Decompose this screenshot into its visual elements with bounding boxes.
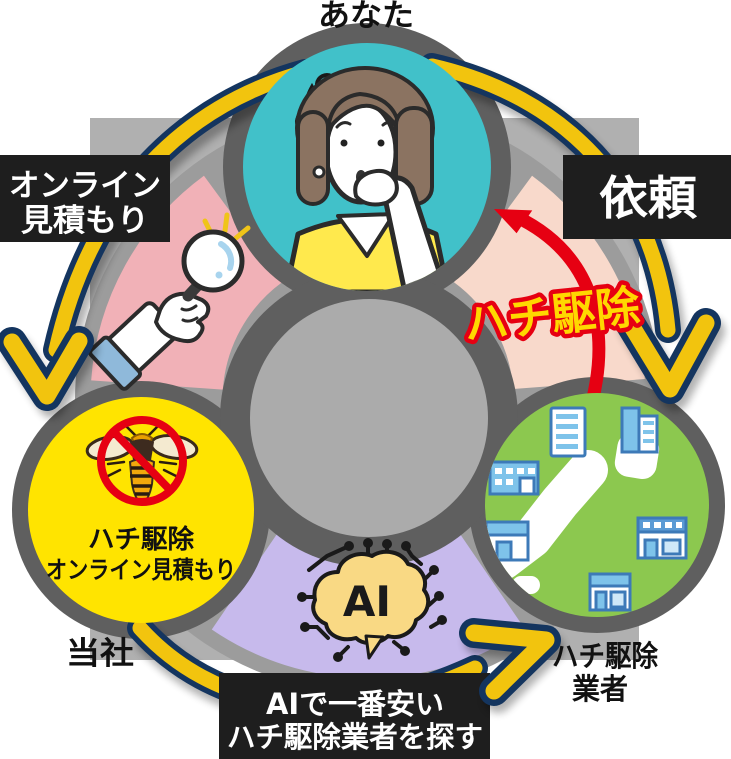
- contractors-caption-line2: 業者: [572, 672, 628, 706]
- arrow-bottom-head: [459, 618, 564, 713]
- node-contractors: [485, 393, 709, 617]
- node-company: ハチ駆除 オンライン見積もり: [28, 397, 254, 623]
- label-box-request: 依頼: [563, 155, 731, 239]
- label-box-ai-search: AIで一番安い ハチ駆除業者を探す: [219, 673, 490, 759]
- building-icon: [636, 516, 688, 560]
- user-caption: あなた: [318, 0, 414, 34]
- building-icon: [620, 406, 659, 454]
- segment-peach: [452, 175, 645, 391]
- company-circle: [28, 397, 254, 623]
- contractors-caption-line1: ハチ駆除: [552, 639, 659, 673]
- label-box-online-quote: オンライン 見積もり: [0, 155, 170, 242]
- building-icon: [488, 460, 540, 496]
- ai-search-line1: AIで一番安い: [266, 687, 444, 721]
- building-icon: [549, 406, 587, 458]
- red-flow-arrow: [494, 209, 606, 409]
- online-quote-line1: オンライン: [9, 168, 161, 204]
- request-label: 依頼: [599, 171, 698, 225]
- bee-prohibition-icon: [85, 416, 199, 506]
- company-caption: 当社: [66, 636, 134, 672]
- online-quote-line2: 見積もり: [21, 203, 149, 239]
- worried-woman-icon: [283, 66, 451, 291]
- ai-icon-label: AI: [343, 577, 391, 626]
- ai-search-line2: ハチ駆除業者を探す: [227, 720, 483, 754]
- node-user: [243, 43, 491, 291]
- building-icons: [485, 406, 688, 612]
- company-circle-line2: オンライン見積もり: [46, 556, 236, 584]
- ai-brain-icon: AI: [297, 538, 447, 662]
- center-circle: [250, 299, 488, 537]
- magnifier-icon: [88, 212, 251, 391]
- company-circle-line1: ハチ駆除: [88, 524, 195, 555]
- building-icon: [588, 572, 632, 612]
